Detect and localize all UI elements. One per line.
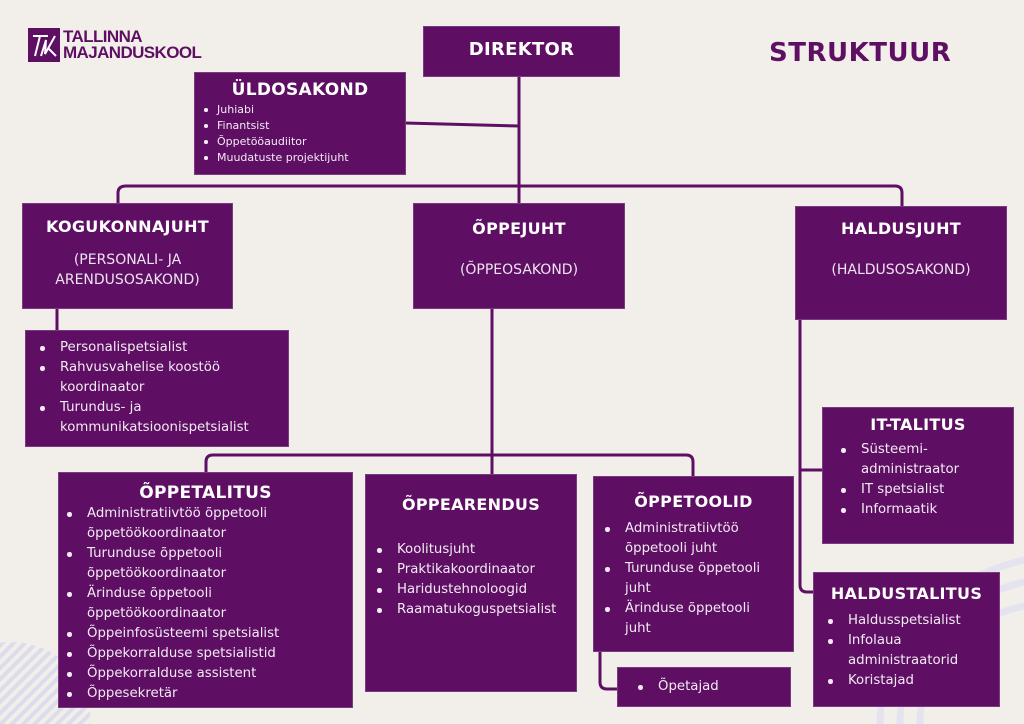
list-item: Juhiabi [204, 102, 405, 118]
node-subtitle: (HALDUSOSAKOND) [831, 262, 971, 278]
list-item: Administratiivtöö õppetooli õppetöökoord… [67, 504, 292, 544]
list-item: Administratiivtöö õppetooli juht [605, 519, 765, 559]
list-item: Süsteemi-administraator [841, 440, 981, 480]
node-title: ÜLDOSAKOND [231, 80, 369, 100]
node-title: ÕPPEARENDUS [401, 495, 541, 514]
list-item: Turunduse õppetooli juht [605, 559, 785, 599]
list-item: Koristajad [828, 671, 999, 691]
node-subtitle: (PERSONALI- JA [73, 252, 182, 268]
list-item: Ärinduse õppetooli õppetöökoordinaator [67, 584, 267, 624]
connector-haldusjuht-side [798, 320, 814, 594]
logo-line-1: TALLINNA [63, 27, 143, 46]
node-oppetoolid: ÕPPETOOLID Administratiivtöö õppetooli j… [593, 476, 794, 652]
list-item: Raamatukoguspetsialist [377, 600, 576, 620]
list-item: Infolaua administraatorid [828, 631, 988, 671]
connector-oppe-branch [204, 453, 695, 476]
node-opparendus: ÕPPEARENDUS Koolitusjuht Praktikakoordin… [365, 474, 577, 692]
node-direktor: DIREKTOR [423, 26, 620, 77]
list-item: Haldusspetsialist [828, 611, 999, 631]
list-item: Õppekorralduse spetsialistid [67, 644, 352, 664]
node-title: ÕPPETOOLID [634, 492, 753, 511]
connector-opetajad [598, 652, 618, 691]
node-oppejuht: ÕPPEJUHT (ÕPPEOSAKOND) [413, 203, 625, 309]
list-item: Ärinduse õppetooli juht [605, 599, 775, 639]
node-subtitle: ARENDUSOSAKOND) [55, 272, 200, 288]
tmk-monogram-icon [28, 28, 60, 62]
list-item: Praktikakoordinaator [377, 560, 576, 580]
node-title: ÕPPEJUHT [472, 219, 566, 238]
list-item: Koolitusjuht [377, 540, 576, 560]
node-it-talitus: IT-TALITUS Süsteemi-administraator IT sp… [822, 407, 1014, 544]
node-haldusjuht: HALDUSJUHT (HALDUSOSAKOND) [795, 206, 1007, 320]
node-kogukonnajuht: KOGUKONNAJUHT (PERSONALI- JA ARENDUSOSAK… [22, 203, 233, 309]
logo-line-2: MAJANDUSKOOL [63, 43, 202, 62]
connector-top-branch [116, 184, 904, 207]
list-item: Rahvusvahelise koostöö koordinaator [40, 358, 230, 398]
node-kogukonnajuht-staff: Personalispetsialist Rahvusvahelise koos… [25, 330, 289, 447]
list-item: Õppekorralduse assistent [67, 664, 352, 684]
node-title: DIREKTOR [468, 39, 575, 60]
node-title: KOGUKONNAJUHT [45, 217, 209, 236]
list-item: Muudatuste projektijuht [204, 150, 405, 166]
list-item: Turundus- ja kommunikatsioonispetsialist [40, 398, 270, 438]
list-item: Turunduse õppetooli õppetöökoordinaator [67, 544, 267, 584]
connector-uldosakond [404, 121, 520, 128]
node-opetajad: Õpetajad [617, 667, 791, 707]
list-item: Finantsist [204, 118, 405, 134]
page-title: STRUKTUUR [769, 38, 952, 68]
list-item: Õppetööaudiitor [204, 134, 405, 150]
list-item: Õppeinfosüsteemi spetsialist [67, 624, 352, 644]
node-subtitle: (ÕPPEOSAKOND) [459, 262, 579, 278]
list-item: Õppesekretär [67, 684, 352, 704]
list-item: Õpetajad [638, 677, 790, 697]
node-title: IT-TALITUS [870, 415, 966, 434]
node-haldustalitus: HALDUSTALITUS Haldusspetsialist Infolaua… [813, 572, 1000, 707]
logo: TALLINNA MAJANDUSKOOL [28, 27, 202, 62]
list-item: Haridustehnoloogid [377, 580, 576, 600]
node-title: HALDUSTALITUS [830, 584, 983, 603]
node-oppetalitus: ÕPPETALITUS Administratiivtöö õppetooli … [58, 472, 353, 708]
node-title: ÕPPETALITUS [139, 483, 272, 503]
node-uldosakond: ÜLDOSAKOND Juhiabi Finantsist Õppetööaud… [194, 72, 406, 175]
node-title: HALDUSJUHT [840, 219, 961, 238]
list-item: Informaatik [841, 500, 1013, 520]
list-item: Personalispetsialist [40, 338, 288, 358]
list-item: IT spetsialist [841, 480, 1013, 500]
